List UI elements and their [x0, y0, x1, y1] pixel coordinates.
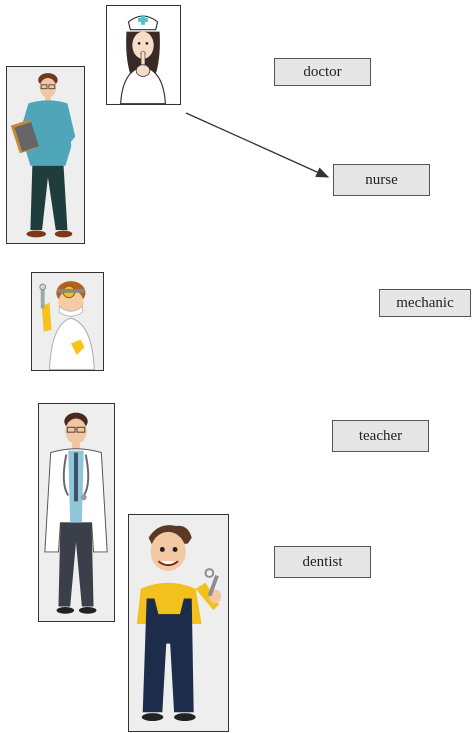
- dentist-icon: [39, 281, 95, 370]
- label-mechanic[interactable]: mechanic: [379, 289, 471, 317]
- arrow-line: [185, 112, 330, 178]
- label-nurse[interactable]: nurse: [333, 164, 430, 196]
- nurse-icon: [107, 6, 180, 104]
- nurse-card[interactable]: [106, 5, 181, 105]
- mechanic-card[interactable]: [128, 514, 229, 732]
- doctor-icon: [44, 412, 108, 614]
- dentist-card[interactable]: [31, 272, 104, 371]
- label-dentist[interactable]: dentist: [274, 546, 371, 578]
- label-doctor[interactable]: doctor: [274, 58, 371, 86]
- doctor-card[interactable]: [38, 403, 115, 622]
- teacher-icon: [10, 73, 76, 238]
- teacher-card[interactable]: [6, 66, 85, 244]
- mechanic-icon: [136, 525, 222, 722]
- label-teacher[interactable]: teacher: [332, 420, 429, 452]
